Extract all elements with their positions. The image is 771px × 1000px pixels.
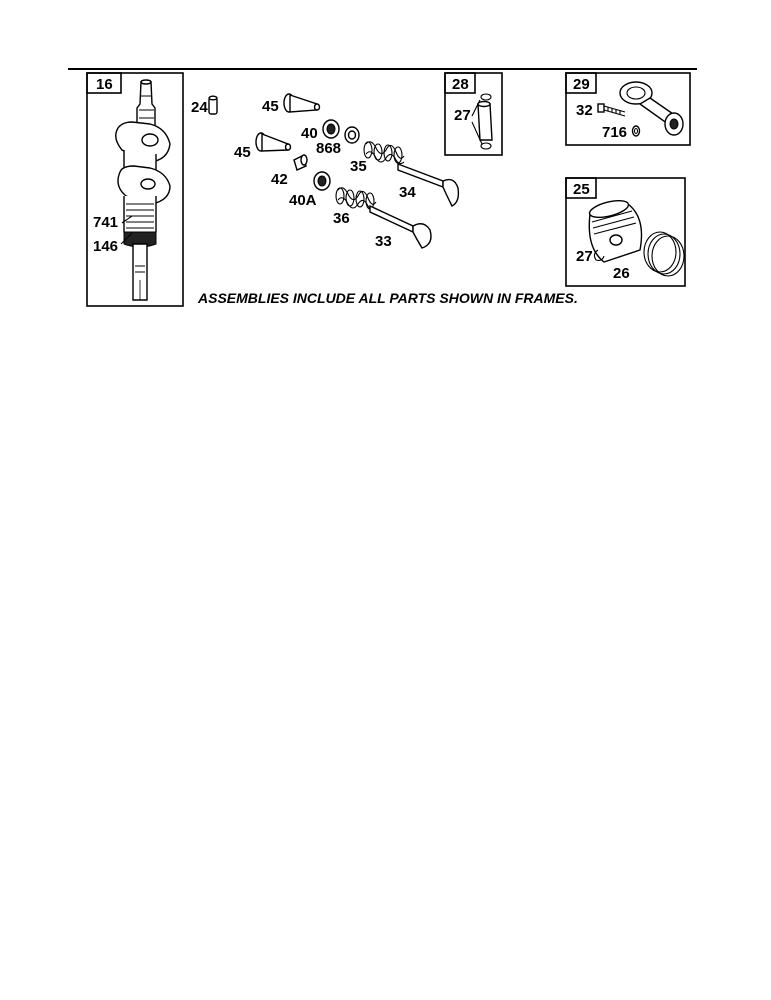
- label-42: 42: [271, 171, 288, 188]
- frame-25-number-box: [565, 177, 597, 199]
- piston-rings-part: [643, 231, 685, 277]
- valve-retainer-lower-part: [313, 171, 331, 191]
- connecting-rod-part: [619, 81, 684, 136]
- label-40: 40: [301, 125, 318, 142]
- exhaust-valve-part: [397, 162, 460, 207]
- label-36: 36: [333, 210, 350, 227]
- frame-29-number: 29: [573, 76, 590, 93]
- label-35: 35: [350, 158, 367, 175]
- label-716: 716: [602, 124, 627, 141]
- frame-28-number-box: [444, 72, 476, 94]
- frame-16-number-box: [86, 72, 122, 94]
- label-24: 24: [191, 99, 208, 116]
- frame-29-number-box: [565, 72, 597, 94]
- frame-crankshaft: 16 741 146: [86, 72, 184, 307]
- label-34: 34: [399, 184, 416, 201]
- frame-25-number: 25: [573, 181, 590, 198]
- label-32: 32: [576, 102, 593, 119]
- label-40a: 40A: [289, 192, 317, 209]
- label-33: 33: [375, 233, 392, 250]
- frame-28-number: 28: [452, 76, 469, 93]
- dowel-pin-part: [208, 95, 218, 115]
- label-45-lower: 45: [234, 144, 251, 161]
- label-868: 868: [316, 140, 341, 157]
- label-741: 741: [93, 214, 118, 231]
- frame-16-border: [86, 72, 184, 307]
- label-26: 26: [613, 265, 630, 282]
- leader-27-tube-bottom: [471, 121, 483, 145]
- valve-parts-group: 24 45 40 868 35: [191, 93, 460, 250]
- valve-retainer-upper-part: [322, 119, 340, 139]
- valve-seat-part: [293, 154, 308, 171]
- valve-seal-part: [344, 126, 360, 144]
- assemblies-note: ASSEMBLIES INCLUDE ALL PARTS SHOWN IN FR…: [197, 290, 578, 306]
- rod-washer-part: [631, 125, 641, 137]
- breather-tube-part: [477, 93, 493, 150]
- valve-spring-upper-part: [363, 141, 405, 165]
- piston-pin-clip-part: [593, 249, 605, 262]
- frame-connecting-rod: 29 32 716: [565, 72, 691, 146]
- frame-16-number: 16: [96, 76, 113, 93]
- tappet-upper-part: [283, 93, 321, 113]
- rod-bolt-part: [597, 103, 626, 117]
- leader-741: [121, 215, 133, 224]
- frame-29-border: [565, 72, 691, 146]
- label-27-piston: 27: [576, 248, 593, 265]
- label-27-tube: 27: [454, 107, 471, 124]
- frame-tube: 28 27: [444, 72, 503, 156]
- tappet-lower-part: [255, 132, 292, 152]
- crankshaft-part: [115, 79, 171, 301]
- label-45-upper: 45: [262, 98, 279, 115]
- label-146: 146: [93, 238, 118, 255]
- piston-part: [588, 199, 643, 263]
- leader-27-tube-top: [471, 99, 481, 117]
- intake-valve-part: [369, 204, 432, 249]
- frame-piston: 25 27 26: [565, 177, 686, 287]
- leader-146: [120, 232, 133, 245]
- frame-25-border: [565, 177, 686, 287]
